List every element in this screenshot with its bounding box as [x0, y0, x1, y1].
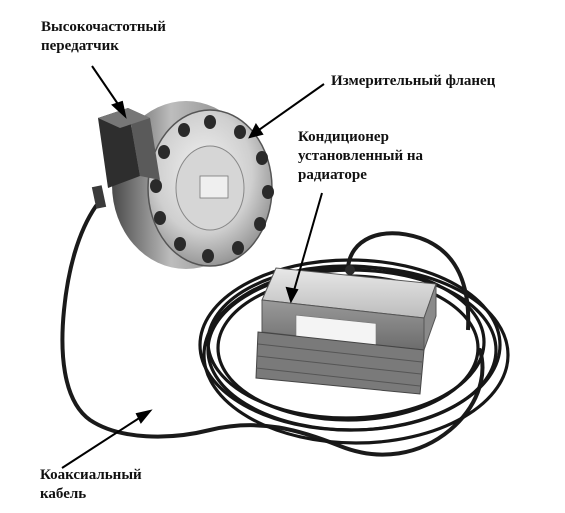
- label-hf-transmitter: Высокочастотный передатчик: [41, 18, 166, 56]
- label-coaxial-cable-line1: Коаксиальный: [40, 467, 142, 483]
- conditioner-cable: [346, 231, 471, 331]
- label-conditioner-line1: Кондиционер: [298, 129, 389, 145]
- measuring-flange: [112, 101, 274, 269]
- label-measuring-flange: Измерительный фланец: [331, 72, 495, 91]
- label-hf-transmitter-line2: передатчик: [41, 38, 119, 54]
- label-coaxial-cable: Коаксиальный кабель: [40, 466, 142, 504]
- label-hf-transmitter-line1: Высокочастотный: [41, 19, 166, 35]
- conditioner-box: [255, 265, 437, 395]
- label-coaxial-cable-line2: кабель: [40, 486, 87, 502]
- label-conditioner-line2: установленный на: [298, 148, 424, 164]
- label-conditioner-line3: радиаторе: [298, 167, 367, 183]
- label-conditioner: Кондиционер установленный на радиаторе: [298, 128, 423, 185]
- callout-arrows: [61, 65, 325, 469]
- label-measuring-flange-line1: Измерительный фланец: [331, 73, 496, 89]
- hf-transmitter: [91, 108, 160, 209]
- coaxial-cable: [60, 204, 485, 457]
